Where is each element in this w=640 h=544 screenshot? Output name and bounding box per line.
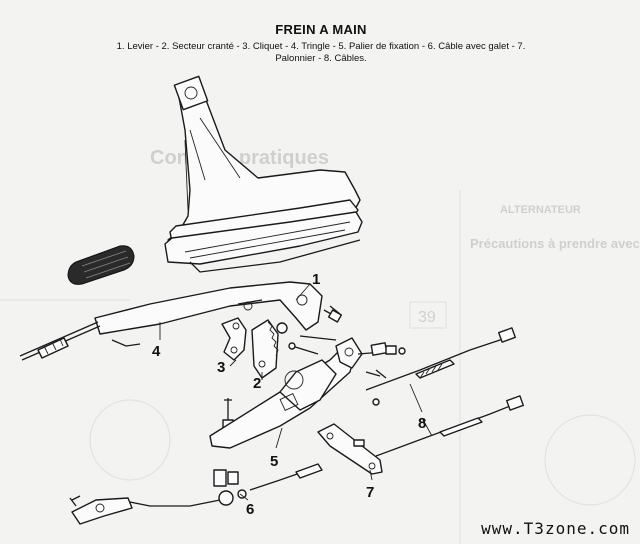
cables [365, 327, 524, 457]
diagram-caption: 1. Levier - 2. Secteur cranté - 3. Cliqu… [116, 41, 526, 64]
site-watermark: www.T3zone.com [481, 519, 630, 538]
lever-grip [67, 245, 135, 285]
bg-page-box: 39 [418, 309, 436, 326]
label-7: 7 [366, 484, 374, 501]
lever-boot [164, 75, 363, 273]
leader-lines [159, 283, 433, 501]
label-5: 5 [270, 453, 278, 470]
cable-with-pulley [69, 463, 323, 525]
bg-subheading-right: Précautions à prendre avec un alternateu… [470, 236, 640, 251]
diagram-header: FREIN A MAIN 1. Levier - 2. Secteur cran… [96, 22, 546, 65]
label-3: 3 [217, 359, 225, 376]
part-labels: 1 2 3 4 5 6 7 8 [152, 271, 426, 518]
label-4: 4 [152, 343, 161, 360]
label-1: 1 [312, 271, 320, 288]
label-2: 2 [253, 375, 261, 392]
mounting-bracket [209, 337, 363, 449]
label-6: 6 [246, 501, 254, 518]
pawl [221, 317, 247, 361]
equalizer [317, 423, 383, 475]
bg-heading-right: ALTERNATEUR [500, 204, 581, 216]
label-8: 8 [418, 415, 426, 432]
rod [19, 321, 141, 361]
diagram-title: FREIN A MAIN [275, 22, 367, 37]
lever-arm [94, 281, 343, 335]
toothed-sector [251, 319, 279, 379]
linkage-parts [357, 342, 406, 406]
